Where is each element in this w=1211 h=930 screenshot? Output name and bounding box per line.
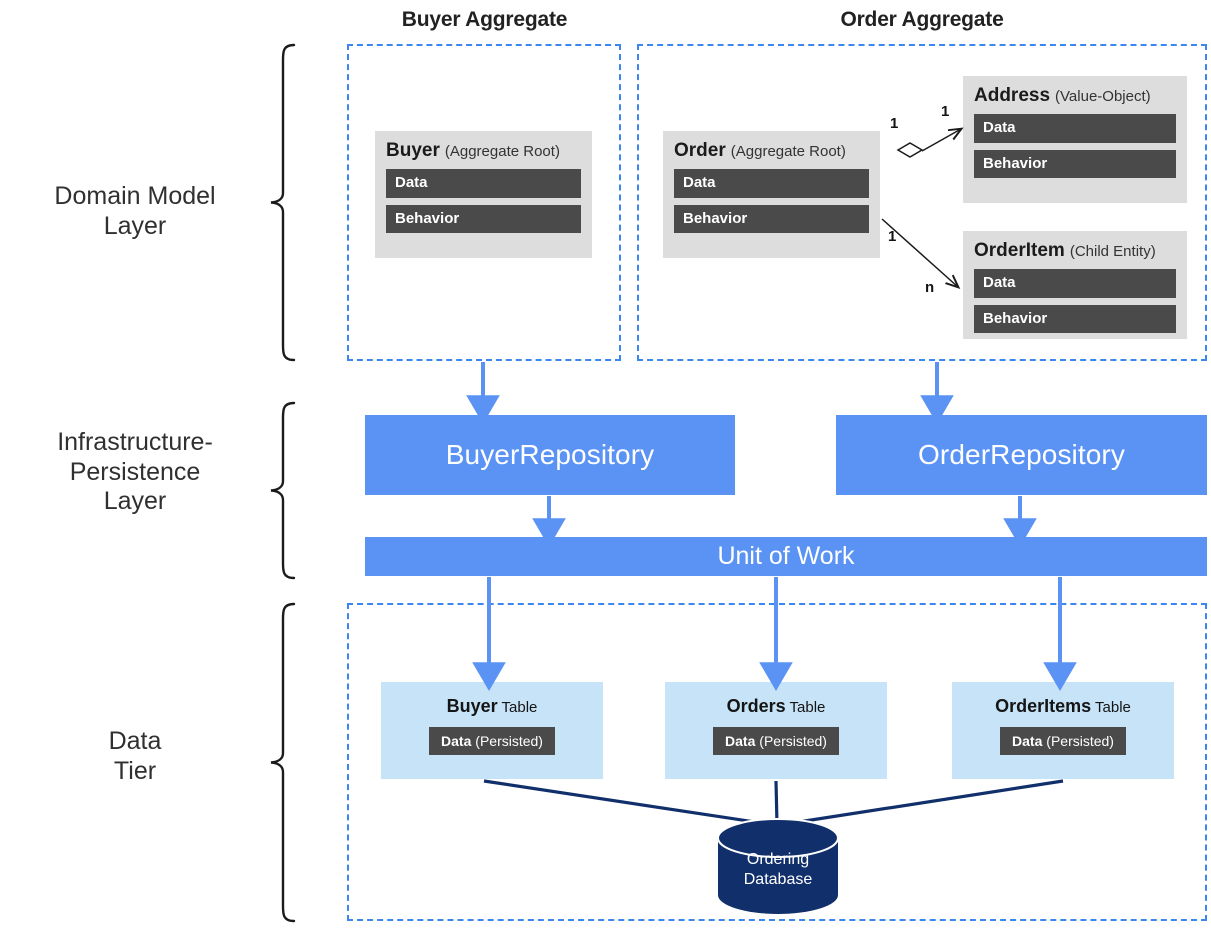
entity-title-orderitem: OrderItem (Child Entity) [974, 240, 1176, 262]
orderitems-table-suffix: Table [1091, 699, 1131, 716]
orderitems-table-name: OrderItems [995, 696, 1092, 716]
buyer-aggregate-boundary [347, 44, 621, 361]
orders-table-name: Orders [726, 696, 786, 716]
unit-of-work-box[interactable]: Unit of Work [365, 537, 1207, 576]
order-aggregate-title: Order Aggregate [840, 8, 1004, 31]
brace-data-tier [270, 602, 296, 923]
orderitems-table-title: OrderItems Table [995, 696, 1131, 717]
buyer-table-row-name: Data [441, 733, 472, 749]
layer-label-domain-line1: Domain Model [54, 182, 216, 210]
layer-label-infrastructure: Infrastructure- Persistence Layer [10, 428, 260, 517]
buyer-table-name: Buyer [446, 696, 498, 716]
orders-table-suffix: Table [785, 699, 826, 716]
entity-row-buyer-behavior: Behavior [386, 204, 581, 234]
brace-domain-layer [270, 43, 296, 362]
orders-table-row-name: Data [725, 733, 756, 749]
entity-row-orderitem-behavior: Behavior [974, 304, 1176, 334]
entity-row-address-data: Data [974, 113, 1176, 143]
order-repository-box[interactable]: OrderRepository [836, 415, 1207, 495]
layer-label-infra-line1: Infrastructure- [57, 428, 213, 456]
layer-label-data-line1: Data [108, 727, 162, 755]
entity-stereotype-address: (Value-Object) [1055, 88, 1151, 105]
layer-label-infra-line3: Layer [103, 487, 167, 515]
layer-label-domain-line2: Layer [103, 211, 167, 240]
layer-label-domain: Domain Model Layer [10, 182, 260, 241]
buyer-repository-box[interactable]: BuyerRepository [365, 415, 735, 495]
entity-row-order-behavior: Behavior [674, 204, 869, 234]
entity-row-address-behavior: Behavior [974, 149, 1176, 179]
orders-table-row: Data (Persisted) [713, 727, 839, 755]
entity-row-orderitem-data: Data [974, 268, 1176, 298]
order-aggregate-boundary [637, 44, 1207, 361]
entity-name-orderitem: OrderItem [974, 240, 1065, 261]
orderitems-table-row-name: Data [1012, 733, 1043, 749]
orderitems-table-row: Data (Persisted) [1000, 727, 1126, 755]
entity-row-order-data: Data [674, 168, 869, 198]
entity-stereotype-buyer: (Aggregate Root) [444, 143, 560, 160]
entity-title-buyer: Buyer (Aggregate Root) [386, 140, 581, 162]
entity-card-buyer: Buyer (Aggregate Root) Data Behavior [375, 131, 592, 258]
orders-table-card: Orders Table Data (Persisted) [665, 682, 887, 779]
multiplicity-order-orderitem-source: 1 [888, 228, 897, 245]
buyer-table-card: Buyer Table Data (Persisted) [381, 682, 603, 779]
entity-stereotype-orderitem: (Child Entity) [1069, 243, 1156, 260]
layer-label-infra-line2: Persistence [69, 457, 201, 486]
entity-title-address: Address (Value-Object) [974, 85, 1176, 107]
orderitems-table-card: OrderItems Table Data (Persisted) [952, 682, 1174, 779]
brace-infrastructure-layer [270, 401, 296, 580]
multiplicity-order-orderitem-target: n [925, 279, 935, 296]
entity-card-order: Order (Aggregate Root) Data Behavior [663, 131, 880, 258]
orderitems-table-row-suffix: (Persisted) [1042, 733, 1114, 749]
buyer-table-row-suffix: (Persisted) [471, 733, 543, 749]
buyer-table-row: Data (Persisted) [429, 727, 555, 755]
orders-table-row-suffix: (Persisted) [755, 733, 827, 749]
layer-label-data-tier: Data Tier [10, 727, 260, 786]
entity-card-address: Address (Value-Object) Data Behavior [963, 76, 1187, 203]
entity-stereotype-order: (Aggregate Root) [730, 143, 846, 160]
layer-label-data-line2: Tier [113, 756, 157, 785]
buyer-repository-label: BuyerRepository [445, 439, 655, 470]
buyer-table-suffix: Table [497, 699, 538, 716]
buyer-aggregate-title: Buyer Aggregate [401, 8, 568, 31]
entity-name-address: Address [974, 85, 1051, 106]
multiplicity-order-address-source: 1 [890, 115, 899, 132]
entity-row-buyer-data: Data [386, 168, 581, 198]
entity-card-orderitem: OrderItem (Child Entity) Data Behavior [963, 231, 1187, 339]
multiplicity-order-address-target: 1 [941, 103, 950, 120]
orders-table-title: Orders Table [727, 696, 826, 717]
unit-of-work-label: Unit of Work [717, 542, 855, 570]
order-repository-label: OrderRepository [918, 439, 1125, 470]
entity-title-order: Order (Aggregate Root) [674, 140, 869, 162]
buyer-table-title: Buyer Table [447, 696, 538, 717]
entity-name-order: Order [674, 140, 726, 161]
entity-name-buyer: Buyer [386, 140, 440, 161]
